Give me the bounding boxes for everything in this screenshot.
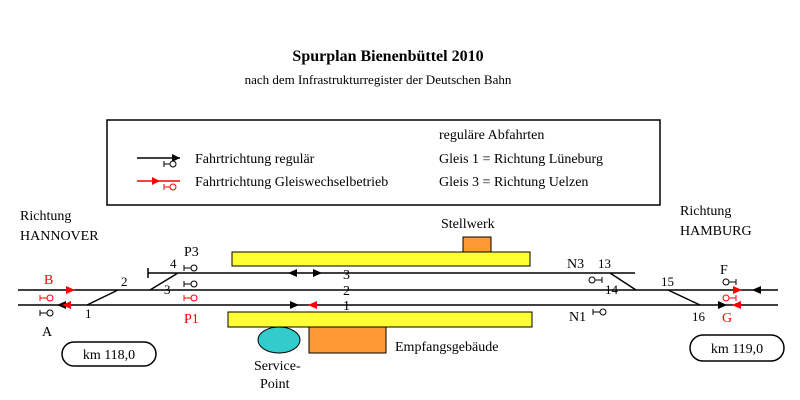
- signal-label-a: A: [42, 325, 53, 340]
- legend-departure-track-1: Gleis 1 = Richtung Lüneburg: [439, 152, 603, 167]
- arrow-f-regular-west-icon: [752, 286, 761, 294]
- switch-13-14-crossover: [609, 272, 637, 291]
- signal-label-p3: P3: [184, 245, 199, 260]
- signal-g-icon: [722, 294, 737, 302]
- km-marker-east: [689, 334, 785, 362]
- signal-label-p1: P1: [184, 312, 199, 327]
- direction-west-line2: HANNOVER: [20, 229, 99, 244]
- direction-west-line1: Richtung: [20, 209, 71, 224]
- switch-label-1: 1: [85, 306, 92, 321]
- stellwerk-building: [462, 236, 492, 254]
- signal-n1-icon: [592, 308, 607, 316]
- arrow-a-regular-west-icon: [57, 301, 66, 309]
- legend-reverse-arrowhead-icon: [152, 177, 160, 185]
- service-point-label-line1: Service-: [254, 359, 301, 374]
- signal-p1-icon: [183, 294, 198, 302]
- arrow-track-3-east-icon: [313, 269, 322, 277]
- empfangsgebaeude-building: [308, 326, 387, 354]
- legend-box: [106, 119, 661, 206]
- km-marker-west-label: km 118,0: [83, 348, 135, 363]
- arrow-f-reverse-east-icon: [733, 286, 742, 294]
- signal-label-b: B: [44, 273, 53, 288]
- diagram-title: Spurplan Bienenbüttel 2010: [292, 48, 483, 65]
- diagram-subtitle: nach dem Infrastrukturregister der Deuts…: [245, 72, 512, 87]
- switch-2-crossover: [86, 289, 119, 306]
- service-point-label-line2: Point: [260, 377, 290, 392]
- signal-track-2-west-icon: [183, 280, 198, 288]
- switch-15-16-crossover: [667, 289, 701, 306]
- switch-label-16: 16: [692, 309, 706, 324]
- track-label-3: 3: [343, 268, 350, 283]
- legend-reverse-signal-icon: [163, 183, 177, 191]
- switch-label-2: 2: [121, 274, 128, 289]
- signal-b-icon: [39, 294, 54, 302]
- direction-east-line1: Richtung: [680, 204, 731, 219]
- signal-a-icon: [39, 309, 54, 317]
- arrow-b-reverse-east-icon: [66, 286, 75, 294]
- arrow-g-regular-east-icon: [718, 301, 727, 309]
- legend-reverse-label: Fahrtrichtung Gleiswechselbetrieb: [195, 175, 388, 190]
- legend-regular-arrowhead-icon: [172, 154, 180, 162]
- switch-label-13: 13: [598, 256, 611, 271]
- track-label-1: 1: [343, 299, 350, 314]
- legend-departure-track-3: Gleis 3 = Richtung Uelzen: [439, 175, 588, 190]
- legend-regular-label: Fahrtrichtung regulär: [195, 152, 315, 167]
- switch-3-4-crossover: [149, 272, 179, 291]
- arrow-g-reverse-west-icon: [732, 301, 741, 309]
- arrow-track-1-west-reverse-icon: [308, 301, 317, 309]
- km-marker-east-label: km 119,0: [711, 342, 763, 357]
- signal-label-f: F: [720, 263, 728, 278]
- km-marker-west: [61, 341, 157, 367]
- signal-f-icon: [722, 278, 737, 286]
- service-point-building: [257, 326, 301, 354]
- platform-north: [231, 251, 531, 267]
- switch-label-4: 4: [170, 256, 177, 271]
- arrow-a-reverse-west-icon: [62, 301, 71, 309]
- direction-east-line2: HAMBURG: [680, 224, 752, 239]
- stellwerk-label: Stellwerk: [441, 217, 495, 232]
- legend-departures-title: reguläre Abfahrten: [439, 128, 544, 143]
- legend-regular-signal-icon: [163, 160, 177, 168]
- signal-label-n3: N3: [567, 257, 584, 272]
- switch-label-14: 14: [605, 282, 619, 297]
- arrow-track-3-west-icon: [288, 269, 297, 277]
- signal-label-n1: N1: [569, 310, 586, 325]
- signal-n3-icon: [588, 276, 603, 284]
- signal-p3-icon: [183, 264, 198, 272]
- empfangsgebaeude-label: Empfangsgebäude: [395, 340, 498, 355]
- platform-south: [227, 311, 533, 328]
- track-label-2: 2: [343, 284, 350, 299]
- switch-label-3: 3: [164, 282, 171, 297]
- switch-label-15: 15: [661, 274, 674, 289]
- signal-label-g: G: [722, 311, 732, 326]
- arrow-track-1-east-icon: [290, 301, 299, 309]
